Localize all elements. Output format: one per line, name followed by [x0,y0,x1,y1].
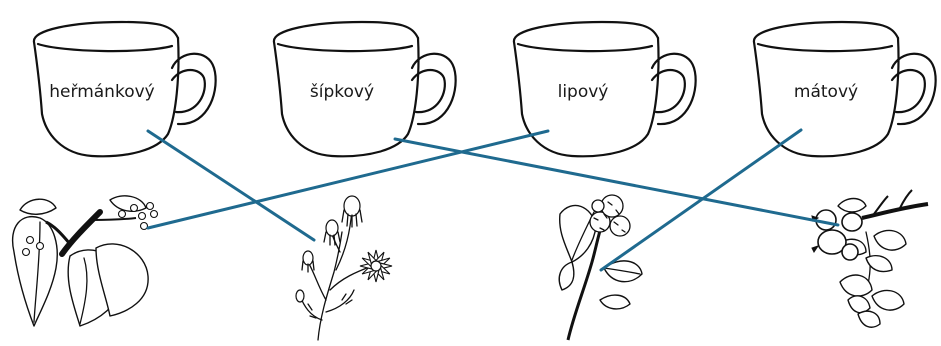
rosehip-illustration [811,189,929,328]
cup-label-lipovy: lipový [558,82,609,102]
chamomile-illustration [295,195,393,341]
cup-label-hermankovy: heřmánkový [49,82,154,102]
matching-lines [146,128,840,272]
rosehip-fruits [811,209,863,261]
cup-label-sipkovy: šípkový [310,82,374,102]
match-line-cup-4-to-plant-mint [599,128,803,272]
mint-illustration [558,194,643,341]
match-line-cup-1-to-plant-chamomile [146,129,316,242]
match-line-cup-2-to-plant-rosehip [393,137,840,227]
linden-branch-illustration [12,195,159,327]
cup-label-matovy: mátový [794,82,858,102]
match-line-cup-3-to-plant-linden [146,129,550,230]
mint-flower-head [589,194,631,237]
